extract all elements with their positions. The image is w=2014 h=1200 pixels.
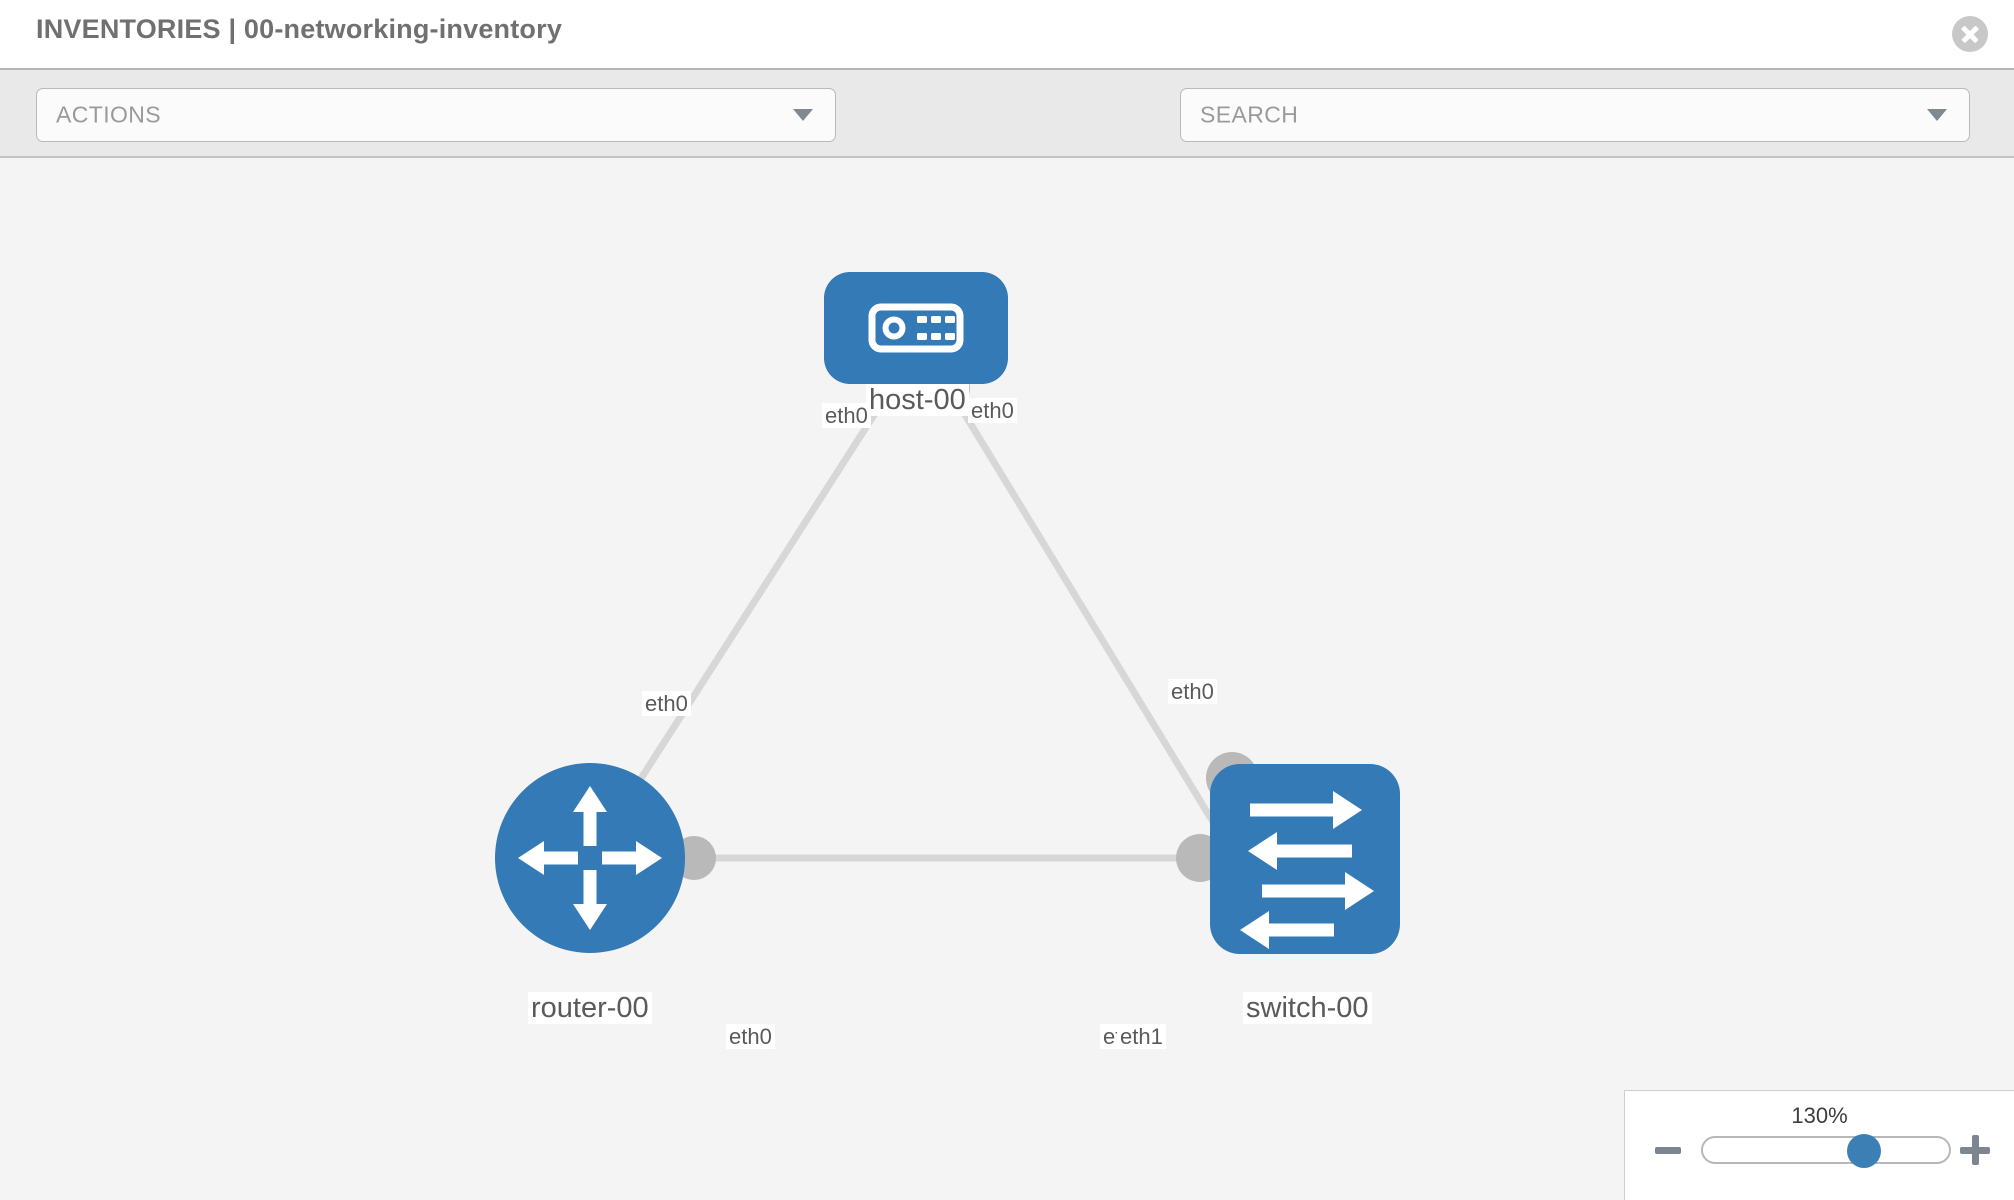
node-host-00 <box>824 272 1008 384</box>
node-switch-00 <box>1210 764 1400 954</box>
topology-canvas[interactable]: host-00 router-00 switch-00 eth0 eth0 et… <box>0 158 2014 1200</box>
toolbar: ACTIONS SEARCH <box>0 68 2014 201</box>
zoom-slider-thumb[interactable] <box>1847 1134 1881 1168</box>
topology-links <box>587 388 1240 862</box>
zoom-panel: 130% <box>1624 1090 2014 1200</box>
chevron-down-icon <box>793 109 813 121</box>
node-label-router-00[interactable]: router-00 <box>528 992 652 1025</box>
zoom-slider[interactable] <box>1701 1134 1951 1168</box>
zoom-level-label: 130% <box>1791 1103 1848 1128</box>
actions-dropdown-label: ACTIONS <box>56 101 162 128</box>
interface-label-switch-left[interactable]: eth1 <box>1117 1024 1166 1050</box>
chevron-down-icon <box>1927 109 1947 121</box>
interface-label-switch-upper[interactable]: eth0 <box>1168 679 1217 705</box>
interface-label-host-right[interactable]: eth0 <box>968 398 1017 424</box>
page-header: INVENTORIES | 00-networking-inventory <box>0 0 2014 68</box>
search-placeholder: SEARCH <box>1200 101 1299 128</box>
interface-label-router-right[interactable]: eth0 <box>726 1024 775 1050</box>
search-input[interactable]: SEARCH <box>1180 88 1970 142</box>
close-icon[interactable] <box>1952 16 1988 52</box>
page-title: INVENTORIES | 00-networking-inventory <box>36 14 563 44</box>
interface-label-router-upper[interactable]: eth0 <box>642 691 691 717</box>
zoom-out-button[interactable] <box>1655 1147 1681 1154</box>
node-label-switch-00[interactable]: switch-00 <box>1243 992 1372 1025</box>
node-label-host-00[interactable]: host-00 <box>866 384 969 417</box>
interface-label-host-left[interactable]: eth0 <box>822 403 871 429</box>
node-router-00 <box>495 763 685 953</box>
plus-icon-vertical <box>1971 1135 1979 1165</box>
actions-dropdown[interactable]: ACTIONS <box>36 88 836 142</box>
interface-stubs <box>672 366 1258 882</box>
zoom-in-button[interactable] <box>1960 1135 1990 1165</box>
